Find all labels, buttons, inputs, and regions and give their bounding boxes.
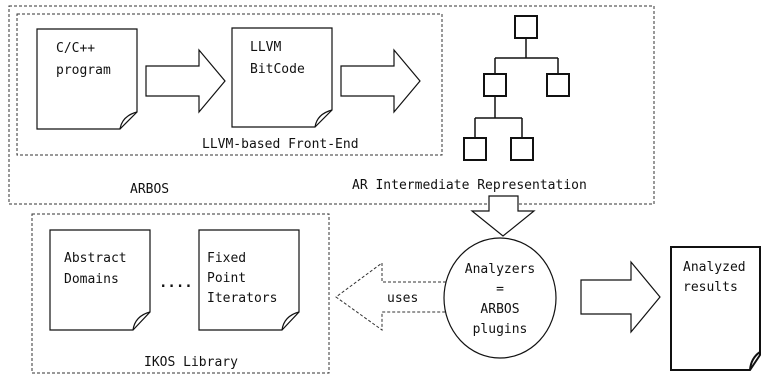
arrow-to-ar (340, 48, 421, 114)
ikos-label: IKOS Library (144, 355, 238, 370)
analyzers-plugin-circle (443, 237, 557, 359)
ar-node-left (483, 73, 507, 97)
results-line1: Analyzed (683, 260, 746, 275)
arrow-to-bitcode (145, 48, 226, 114)
abstract-domains-document: Abstract Domains (49, 229, 151, 331)
ikos-box (31, 213, 330, 374)
ar-tree-diagram (463, 15, 570, 161)
bitcode-doc-line2: BitCode (250, 62, 305, 77)
source-program-document: C/C++ program (36, 28, 138, 130)
iterators-doc-line3: Iterators (207, 291, 277, 306)
arrow-to-results (580, 260, 661, 334)
analyzed-results-document: Analyzed results (670, 246, 761, 371)
ar-representation-label: AR Intermediate Representation (352, 178, 587, 193)
ar-node-right (546, 73, 570, 97)
fixpoint-iterators-document: Fixed Point Iterators (198, 229, 300, 331)
iterators-doc-line2: Point (207, 271, 246, 286)
bitcode-document: LLVM BitCode (231, 27, 333, 128)
ar-node-left-right (510, 137, 534, 161)
ar-node-root (514, 15, 538, 39)
iterators-doc-line1: Fixed (207, 251, 246, 266)
arrow-down-to-analyzers (470, 195, 536, 237)
analyzers-line4: plugins (473, 322, 528, 337)
arbos-box (8, 5, 655, 205)
source-doc-line2: program (56, 63, 111, 78)
domains-doc-line2: Domains (64, 272, 119, 287)
analyzers-line3: ARBOS (480, 302, 519, 317)
frontend-label: LLVM-based Front-End (202, 137, 359, 152)
uses-label: uses (387, 291, 418, 306)
analyzers-line2: = (496, 282, 504, 297)
ellipsis-separator: .... (159, 275, 193, 291)
ar-node-left-left (463, 137, 487, 161)
frontend-box (16, 13, 443, 156)
analyzers-line1: Analyzers (465, 262, 535, 277)
results-line2: results (683, 280, 738, 295)
arbos-label: ARBOS (130, 182, 169, 197)
source-doc-line1: C/C++ (56, 41, 95, 56)
domains-doc-line1: Abstract (64, 251, 127, 266)
bitcode-doc-line1: LLVM (250, 40, 281, 55)
uses-arrow (335, 262, 447, 331)
